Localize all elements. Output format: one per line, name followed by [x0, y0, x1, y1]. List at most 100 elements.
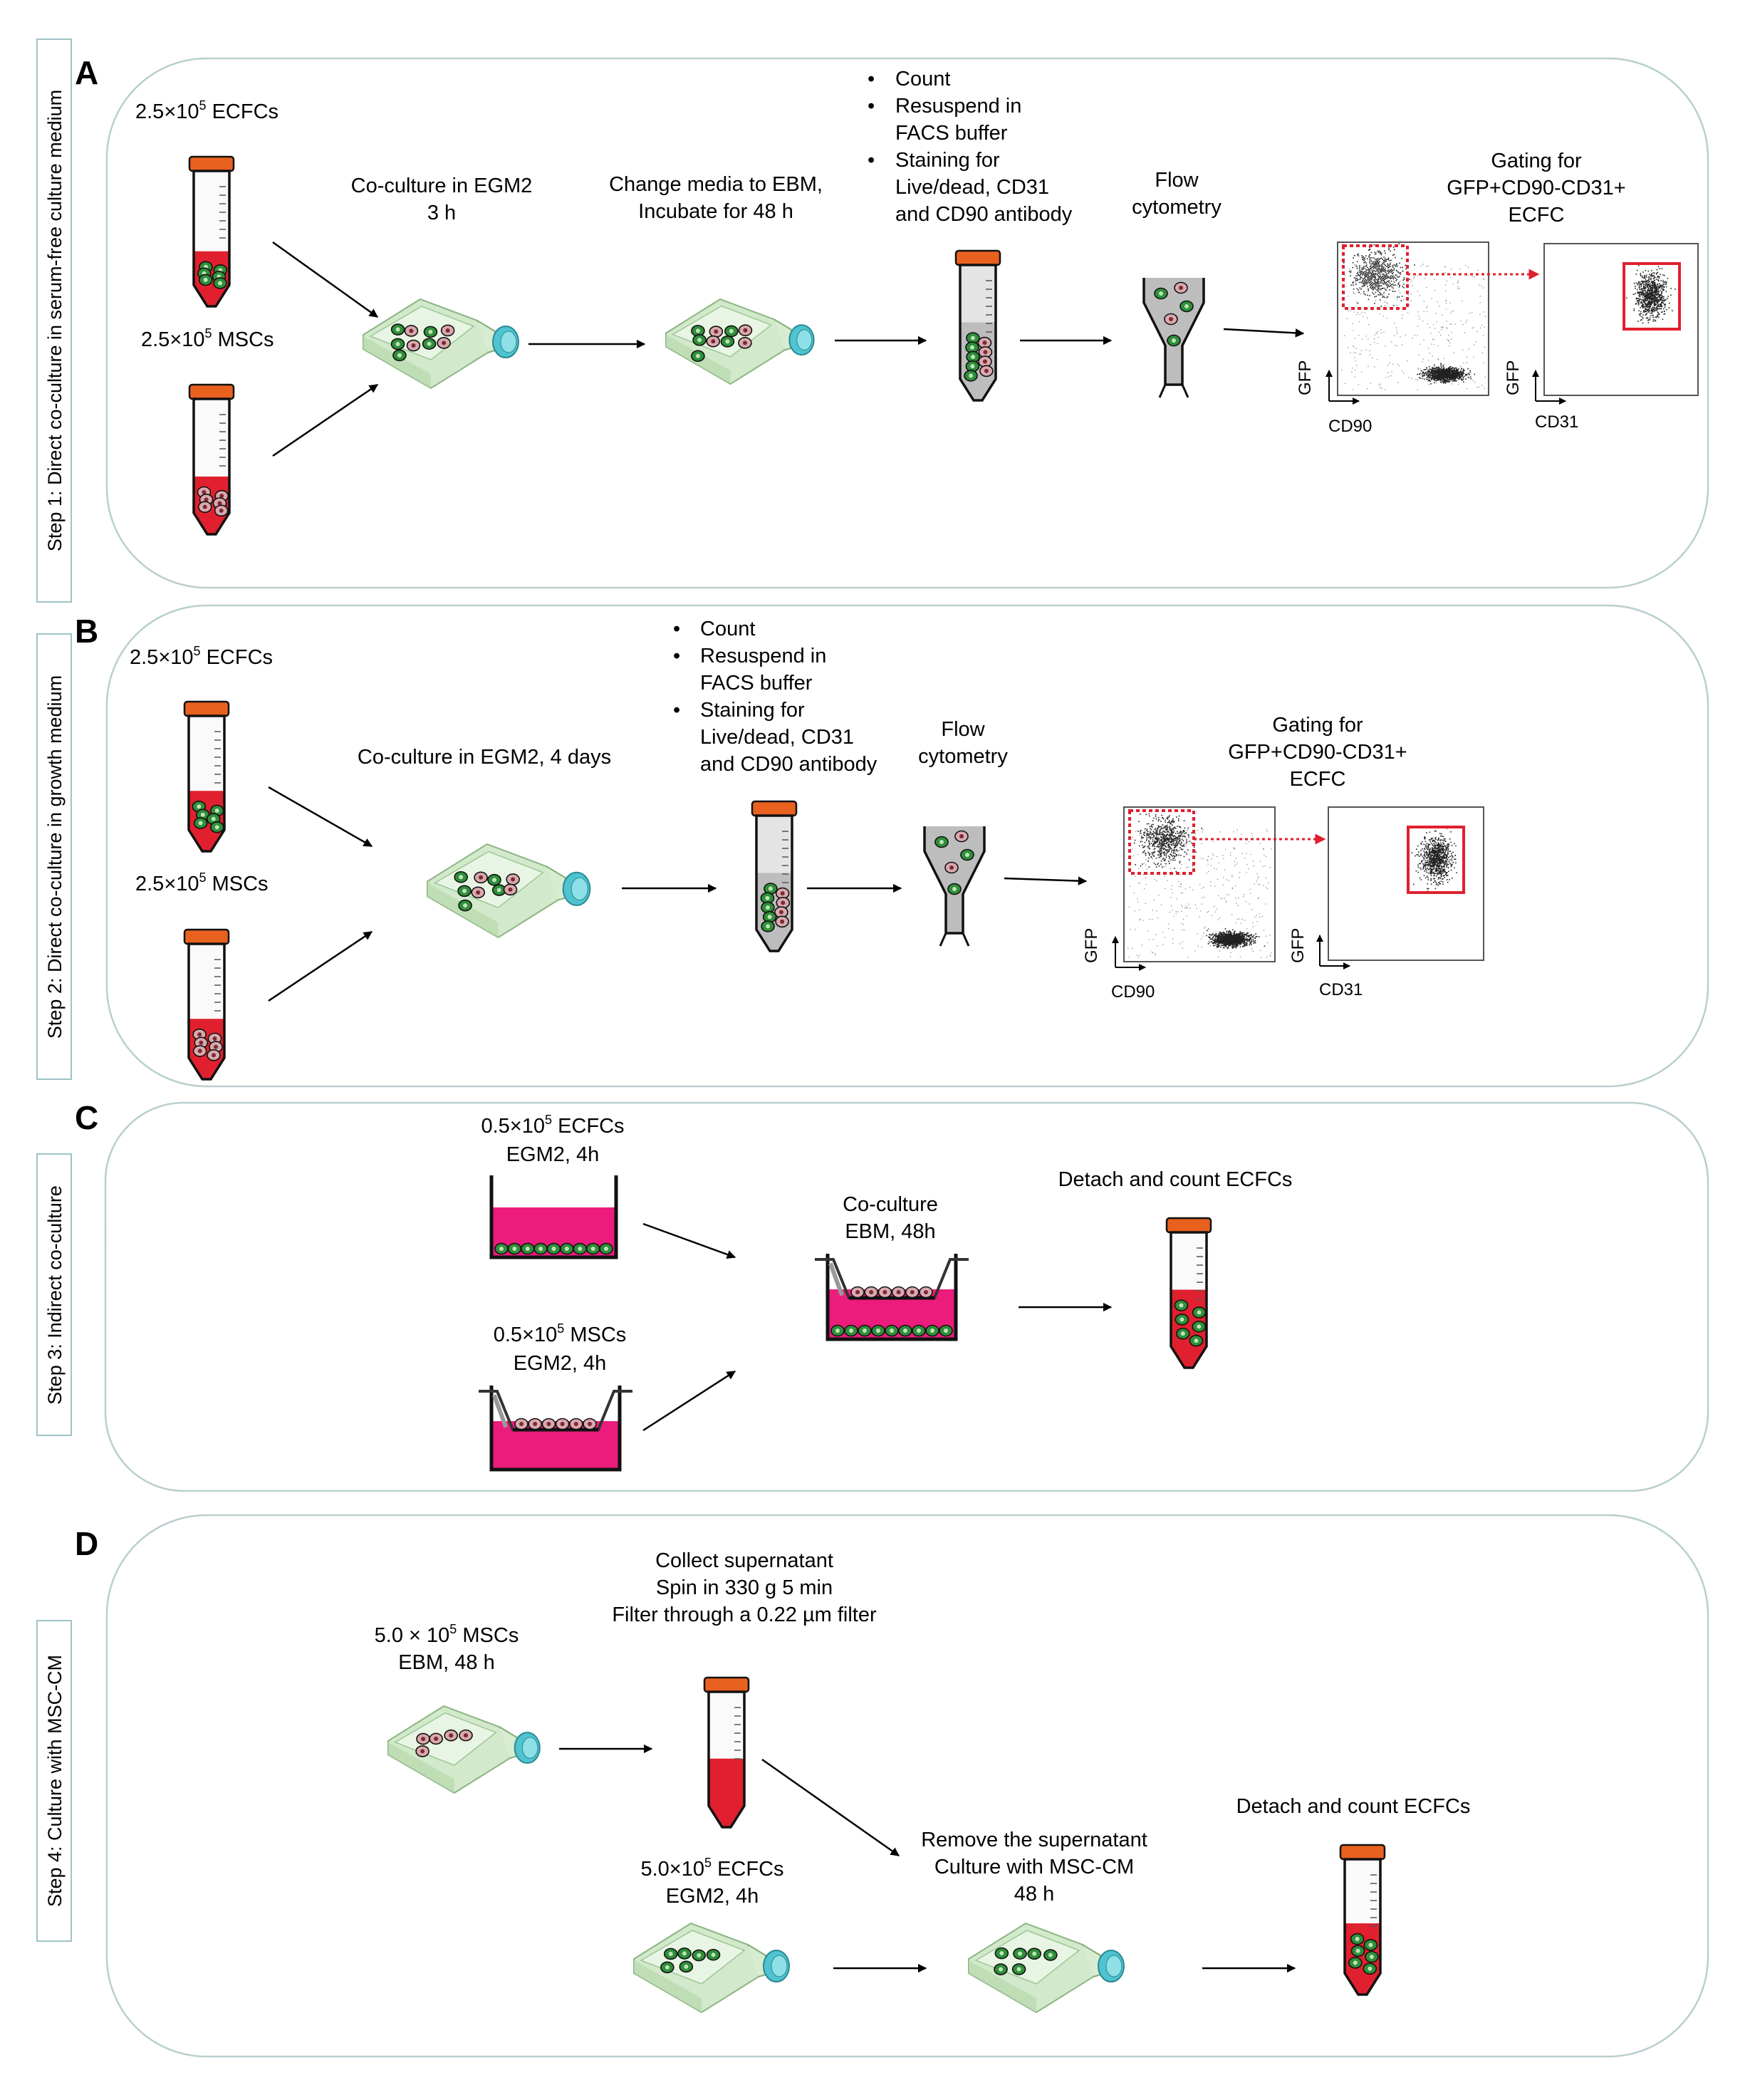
ecfc-cell-icon	[1189, 1334, 1204, 1347]
msc-cell-icon	[774, 906, 788, 918]
ecfc-cell-icon	[1174, 1299, 1189, 1311]
msc-cell-icon	[514, 1418, 528, 1430]
panel-c-msc-label: 0.5×105 MSCs	[494, 1321, 627, 1346]
msc-cell-icon	[977, 336, 992, 349]
ecfc-cell-icon	[458, 899, 472, 912]
panel-c-ecfc-label: 0.5×105 ECFCs	[481, 1113, 624, 1138]
panel-c-coculture-well	[815, 1254, 969, 1341]
ecfc-cell-icon	[1350, 1945, 1365, 1957]
msc-cell-icon	[979, 365, 994, 378]
ecfc-cell-icon	[679, 1960, 694, 1973]
step-label-2: Step 2: Direct co-culture in growth medi…	[36, 633, 72, 1080]
ecfc-cell-icon	[560, 1242, 574, 1255]
panel-a-msc-label: 2.5×105 MSCs	[141, 326, 274, 351]
ecfc-cell-icon	[760, 892, 775, 905]
ecfc-cell-icon	[599, 1242, 613, 1255]
ecfc-cell-icon	[691, 350, 705, 363]
panel-a-frame	[105, 57, 1709, 589]
msc-cell-icon	[919, 1286, 933, 1299]
svg-text:and CD90 antibody: and CD90 antibody	[700, 753, 877, 776]
ecfc-cell-icon	[844, 1324, 858, 1337]
panel-b-flask	[427, 843, 591, 939]
svg-text:and CD90 antibody: and CD90 antibody	[895, 203, 1073, 226]
ecfc-cell-icon	[1192, 1306, 1207, 1319]
scatter-points	[1127, 811, 1272, 958]
panel-a-plot1-ylabel: GFP	[1296, 360, 1315, 395]
svg-text:Live/dead, CD31: Live/dead, CD31	[700, 726, 854, 749]
panel-a-flask-1	[363, 298, 519, 390]
ecfc-cell-icon	[966, 350, 980, 363]
ecfc-cell-icon	[885, 1324, 899, 1337]
msc-cell-icon	[444, 1729, 458, 1742]
ecfc-cell-icon	[390, 323, 405, 336]
panel-b-plot1-xlabel: CD90	[1111, 982, 1155, 1002]
svg-text:Staining for: Staining for	[895, 149, 1000, 172]
ecfc-cell-icon	[1176, 1327, 1190, 1340]
ecfc-cell-icon	[960, 848, 974, 861]
panel-d-msc-line2: EBM, 48 h	[398, 1651, 494, 1674]
svg-text:•: •	[673, 645, 680, 667]
ecfc-cell-icon	[898, 1324, 912, 1337]
msc-cell-icon	[583, 1418, 597, 1430]
ecfc-cell-icon	[457, 885, 472, 898]
ecfc-cell-icon	[390, 338, 405, 350]
ecfc-cell-icon	[724, 325, 739, 338]
svg-text:FACS buffer: FACS buffer	[895, 122, 1008, 145]
ecfc-cell-icon	[1011, 1963, 1026, 1975]
panel-b-msc-tube	[183, 928, 230, 1081]
panel-b-funnel	[923, 826, 986, 947]
panel-letter-d: D	[75, 1525, 98, 1562]
ecfc-cell-icon	[692, 1949, 707, 1962]
ecfc-cell-icon	[677, 1948, 692, 1960]
panel-d-supernatant-tube	[703, 1676, 750, 1829]
ecfc-cell-icon	[423, 326, 438, 338]
panel-a-funnel	[1142, 278, 1205, 398]
panel-d-ecfc-flask	[633, 1922, 790, 2014]
svg-text:Step 3: Indirect co-culture: Step 3: Indirect co-culture	[44, 1185, 66, 1405]
panel-b-ecfc-tube	[183, 700, 230, 853]
ecfc-cell-icon	[939, 1324, 953, 1337]
ecfc-cell-icon	[965, 341, 979, 354]
msc-cell-icon	[877, 1286, 892, 1299]
msc-cell-icon	[775, 915, 789, 928]
panel-d-cm-flask	[968, 1922, 1125, 2014]
msc-cell-icon	[775, 887, 790, 900]
panel-a-change-text: Change media to EBM,Incubate for 48 h	[609, 173, 823, 223]
svg-text:Staining for: Staining for	[700, 699, 805, 722]
ecfc-cell-icon	[209, 821, 224, 833]
ecfc-cell-icon	[585, 1242, 600, 1255]
panel-a-plot2-ylabel: GFP	[1504, 360, 1523, 395]
svg-text:•: •	[868, 68, 875, 90]
ecfc-cell-icon	[198, 274, 213, 286]
msc-cell-icon	[474, 871, 488, 884]
panel-d-result-tube	[1339, 1844, 1386, 1996]
ecfc-cell-icon	[871, 1324, 885, 1337]
msc-cell-icon	[197, 501, 212, 513]
panel-a-facs-tube	[954, 249, 1001, 402]
msc-cell-icon	[506, 873, 520, 885]
panel-b-scatter-2	[1316, 806, 1484, 970]
panel-b-facs-tube	[751, 800, 798, 952]
panel-b-plot2-ylabel: GFP	[1288, 928, 1308, 963]
msc-cell-icon	[978, 355, 992, 368]
msc-cell-icon	[709, 326, 724, 338]
ecfc-cell-icon	[573, 1242, 588, 1255]
panel-c-msc-line2: EGM2, 4h	[514, 1352, 607, 1375]
ecfc-cell-icon	[925, 1324, 939, 1337]
svg-text:•: •	[673, 699, 680, 722]
ecfc-cell-icon	[994, 1963, 1008, 1975]
ecfc-cell-icon	[663, 1948, 678, 1960]
panel-b-scatter-1	[1112, 806, 1326, 971]
arrow	[268, 786, 373, 848]
ecfc-cell-icon	[193, 817, 208, 829]
panel-d-ecfc-line2: EGM2, 4h	[666, 1885, 759, 1908]
step-label-4: Step 4: Culture with MSC-CM	[36, 1620, 72, 1942]
msc-cell-icon	[415, 1745, 429, 1757]
ecfc-cell-icon	[964, 370, 978, 382]
panel-b-frame	[105, 604, 1709, 1088]
